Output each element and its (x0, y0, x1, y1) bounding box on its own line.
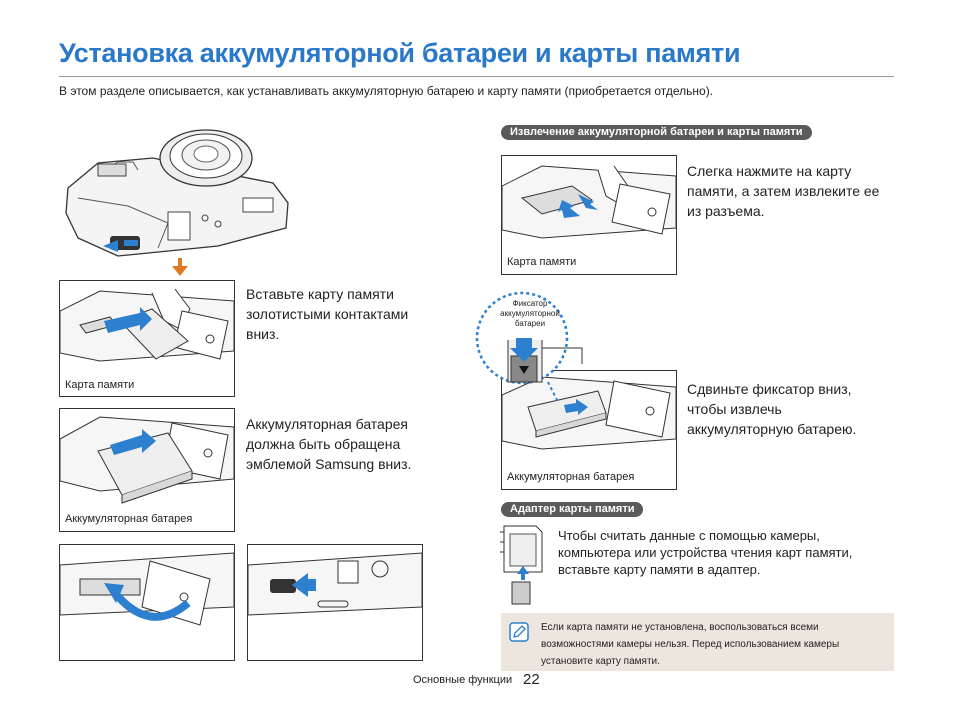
card-insert-caption: Карта памяти (65, 379, 135, 391)
sd-adapter-illustration (498, 520, 548, 608)
intro-text: В этом разделе описывается, как устанавл… (59, 84, 714, 98)
battery-remove-instruction: Сдвиньте фиксатор вниз, чтобы извлечь ак… (687, 381, 857, 437)
removal-heading: Извлечение аккумуляторной батареи и карт… (501, 125, 812, 140)
camera-illustration (58, 128, 298, 264)
step2-instruction: Аккумуляторная батарея должна быть обращ… (246, 416, 412, 472)
card-insert-figure: Карта памяти (59, 280, 235, 397)
cover-lock-figure (247, 544, 423, 661)
battery-lock-label: Фиксатор аккумуляторной батареи (500, 299, 560, 328)
battery-insert-figure: Аккумуляторная батарея (59, 408, 235, 532)
footer-section: Основные функции (413, 674, 513, 686)
down-arrow-icon (172, 258, 188, 276)
note-text: Если карта памяти не установлена, воспол… (541, 622, 840, 667)
note-pencil-icon (509, 622, 529, 642)
battery-insert-caption: Аккумуляторная батарея (65, 513, 193, 525)
card-remove-figure: Карта памяти (501, 155, 677, 275)
step1-instruction: Вставьте карту памяти золотистыми контак… (246, 286, 409, 342)
battery-remove-figure: Аккумуляторная батарея (501, 370, 677, 490)
battery-remove-caption: Аккумуляторная батарея (507, 471, 635, 483)
battery-lock-callout (474, 290, 586, 410)
card-remove-caption: Карта памяти (507, 256, 577, 268)
adapter-heading: Адаптер карты памяти (501, 502, 644, 517)
page-title: Установка аккумуляторной батареи и карты… (59, 38, 741, 68)
cover-close-figure (59, 544, 235, 661)
page-number: 22 (523, 671, 540, 688)
note-box (501, 613, 894, 671)
adapter-instruction: Чтобы считать данные с помощью камеры, к… (558, 528, 853, 577)
title-divider (59, 76, 894, 77)
card-remove-instruction: Слегка нажмите на карту памяти, а затем … (687, 163, 880, 219)
